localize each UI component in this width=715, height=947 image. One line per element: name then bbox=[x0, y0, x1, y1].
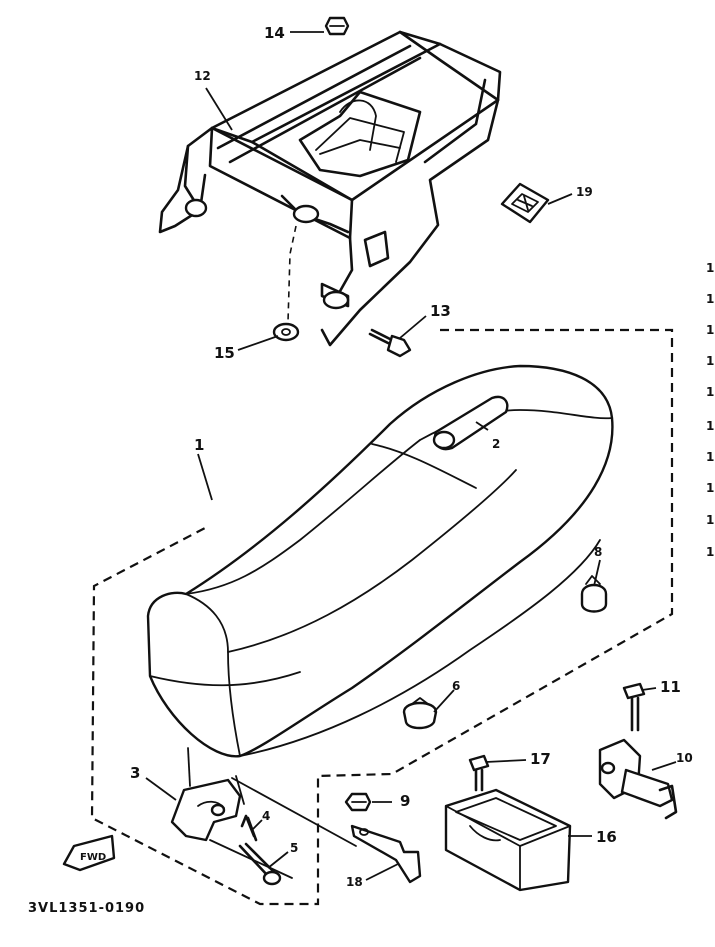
callout-4: 4 bbox=[262, 809, 270, 823]
margin-mark: 1 bbox=[706, 354, 714, 368]
callout-1: 1 bbox=[194, 436, 204, 454]
margin-mark: 1 bbox=[706, 261, 714, 275]
grommet-part bbox=[500, 182, 550, 224]
bolt-part-right bbox=[622, 682, 646, 732]
callout-3: 3 bbox=[130, 764, 140, 782]
bolt-part-tray bbox=[468, 754, 490, 792]
margin-mark: 1 bbox=[706, 513, 714, 527]
nut-part-small bbox=[344, 792, 372, 812]
bracket-part bbox=[350, 824, 422, 884]
margin-mark: 1 bbox=[706, 385, 714, 399]
callout-13: 13 bbox=[430, 302, 451, 320]
margin-mark: 1 bbox=[706, 419, 714, 433]
seat bbox=[146, 364, 614, 758]
callout-17: 17 bbox=[530, 750, 551, 768]
damper-part-lower bbox=[402, 697, 438, 730]
callout-8: 8 bbox=[594, 545, 602, 559]
nut-part bbox=[324, 16, 350, 36]
callout-12: 12 bbox=[194, 69, 211, 83]
rear-carrier-rack bbox=[158, 30, 502, 347]
bolt-part bbox=[368, 328, 412, 358]
margin-marks: 1 1 1 1 1 1 1 1 1 1 bbox=[706, 261, 714, 559]
forward-arrow-icon: FWD bbox=[62, 834, 116, 872]
margin-mark: 1 bbox=[706, 323, 714, 337]
margin-mark: 1 bbox=[706, 292, 714, 306]
seat-lock-part bbox=[598, 738, 678, 820]
callout-15: 15 bbox=[214, 344, 235, 362]
margin-mark: 1 bbox=[706, 481, 714, 495]
callout-11: 11 bbox=[660, 678, 681, 696]
callout-16: 16 bbox=[596, 828, 617, 846]
margin-mark: 1 bbox=[706, 450, 714, 464]
damper-part bbox=[580, 575, 608, 613]
callout-5: 5 bbox=[290, 841, 298, 855]
fwd-label: FWD bbox=[80, 852, 106, 863]
callout-6: 6 bbox=[452, 679, 460, 693]
margin-mark: 1 bbox=[706, 545, 714, 559]
callout-10: 10 bbox=[676, 751, 693, 765]
part-code: 3VL1351-0190 bbox=[28, 901, 145, 916]
storage-tray-part bbox=[444, 788, 572, 892]
callout-2: 2 bbox=[492, 437, 500, 451]
callout-19: 19 bbox=[576, 185, 593, 199]
callout-18: 18 bbox=[346, 875, 363, 889]
callout-14: 14 bbox=[264, 24, 285, 42]
washer-part bbox=[272, 322, 300, 342]
callout-9: 9 bbox=[400, 792, 410, 810]
seat-pad-part bbox=[432, 395, 509, 451]
seat-hinge-part bbox=[170, 747, 245, 842]
